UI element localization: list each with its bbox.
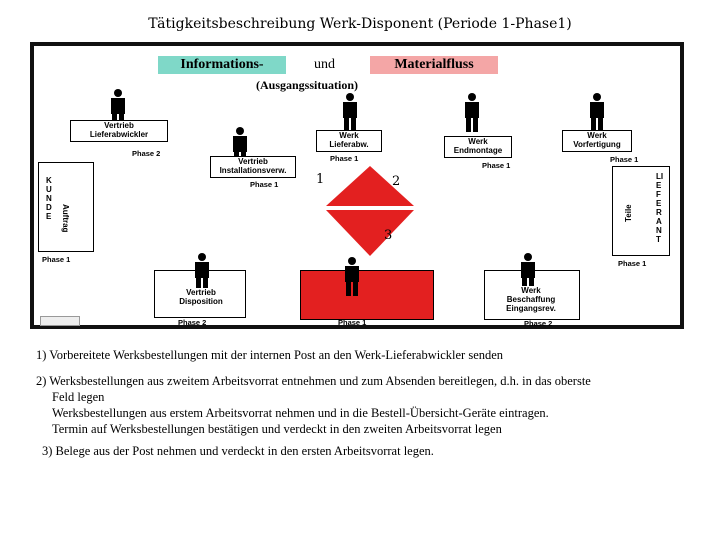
phase-label: Phase 1 bbox=[338, 318, 367, 327]
phase-label: Phase 1 bbox=[250, 180, 279, 189]
phase-label: Phase 2 bbox=[524, 319, 553, 328]
phase-label: Phase 2 bbox=[132, 149, 161, 158]
funnel-bottom-triangle bbox=[326, 210, 414, 256]
phase-label: Phase 1 bbox=[610, 155, 639, 164]
note-item-3: 3) Belege aus der Post nehmen und verdec… bbox=[42, 444, 434, 458]
note-item-2-line-3: Werksbestellungen aus erstem Arbeitsvorr… bbox=[52, 406, 549, 420]
left-side-label: KUNDE bbox=[46, 176, 52, 221]
box-werk-lieferabw: Werk Lieferabw. bbox=[316, 130, 382, 152]
funnel-label-1: 1 bbox=[316, 172, 325, 187]
logo-icon bbox=[40, 316, 80, 326]
funnel-label-2: 2 bbox=[392, 174, 401, 189]
box-vertrieb-disposition: Vertrieb Disposition bbox=[166, 288, 236, 310]
right-side-box bbox=[612, 166, 670, 256]
page-title: Tätigkeitsbeschreibung Werk-Disponent (P… bbox=[148, 16, 572, 32]
funnel-top-triangle bbox=[326, 166, 414, 206]
diagram-subtitle: (Ausgangssituation) bbox=[256, 78, 359, 92]
phase-label: Phase 2 bbox=[178, 318, 207, 327]
person-icon bbox=[345, 257, 359, 296]
phase-label: Phase 1 bbox=[42, 255, 71, 264]
und-label: und bbox=[314, 57, 335, 72]
box-werk-endmontage: Werk Endmontage bbox=[444, 136, 512, 158]
phase-label: Phase 1 bbox=[330, 154, 359, 163]
notes-list: 1) Vorbereitete Werksbestellungen mit de… bbox=[36, 347, 716, 459]
funnel-label-3: 3 bbox=[384, 228, 393, 243]
person-icon bbox=[195, 253, 209, 292]
note-item-2-line-4: Termin auf Werksbestellungen bestätigen … bbox=[52, 422, 502, 436]
phase-label: Phase 1 bbox=[618, 259, 647, 268]
left-side-sublabel: Auftrag bbox=[61, 204, 70, 233]
box-vertrieb-installation: Vertrieb Installationsverw. bbox=[210, 156, 296, 178]
note-item-2-line-2: Feld legen bbox=[52, 390, 105, 404]
center-red-box bbox=[300, 270, 434, 320]
materialfluss-label: Materialfluss bbox=[370, 56, 498, 74]
person-icon bbox=[521, 253, 535, 292]
diagram-frame: Informations- und Materialfluss (Ausgang… bbox=[30, 42, 684, 329]
person-icon bbox=[590, 93, 604, 132]
note-item-2-line-1: 2) Werksbestellungen aus zweitem Arbeits… bbox=[36, 374, 591, 388]
box-vertrieb-lieferabwickler: Vertrieb Lieferabwickler bbox=[70, 120, 168, 142]
right-side-label: LIEFERANT bbox=[656, 172, 664, 244]
box-werk-vorfertigung: Werk Vorfertigung bbox=[562, 130, 632, 152]
box-werk-beschaffung: Werk Beschaffung Eingangsrev. bbox=[492, 286, 570, 316]
right-side-sublabel: Teile bbox=[624, 204, 633, 222]
informations-label: Informations- bbox=[158, 56, 286, 74]
left-side-box bbox=[38, 162, 94, 252]
phase-label: Phase 1 bbox=[482, 161, 511, 170]
person-icon bbox=[465, 93, 479, 132]
person-icon bbox=[343, 93, 357, 132]
note-item-1: 1) Vorbereitete Werksbestellungen mit de… bbox=[36, 348, 504, 362]
diagram-canvas: Informations- und Materialfluss (Ausgang… bbox=[34, 46, 680, 328]
